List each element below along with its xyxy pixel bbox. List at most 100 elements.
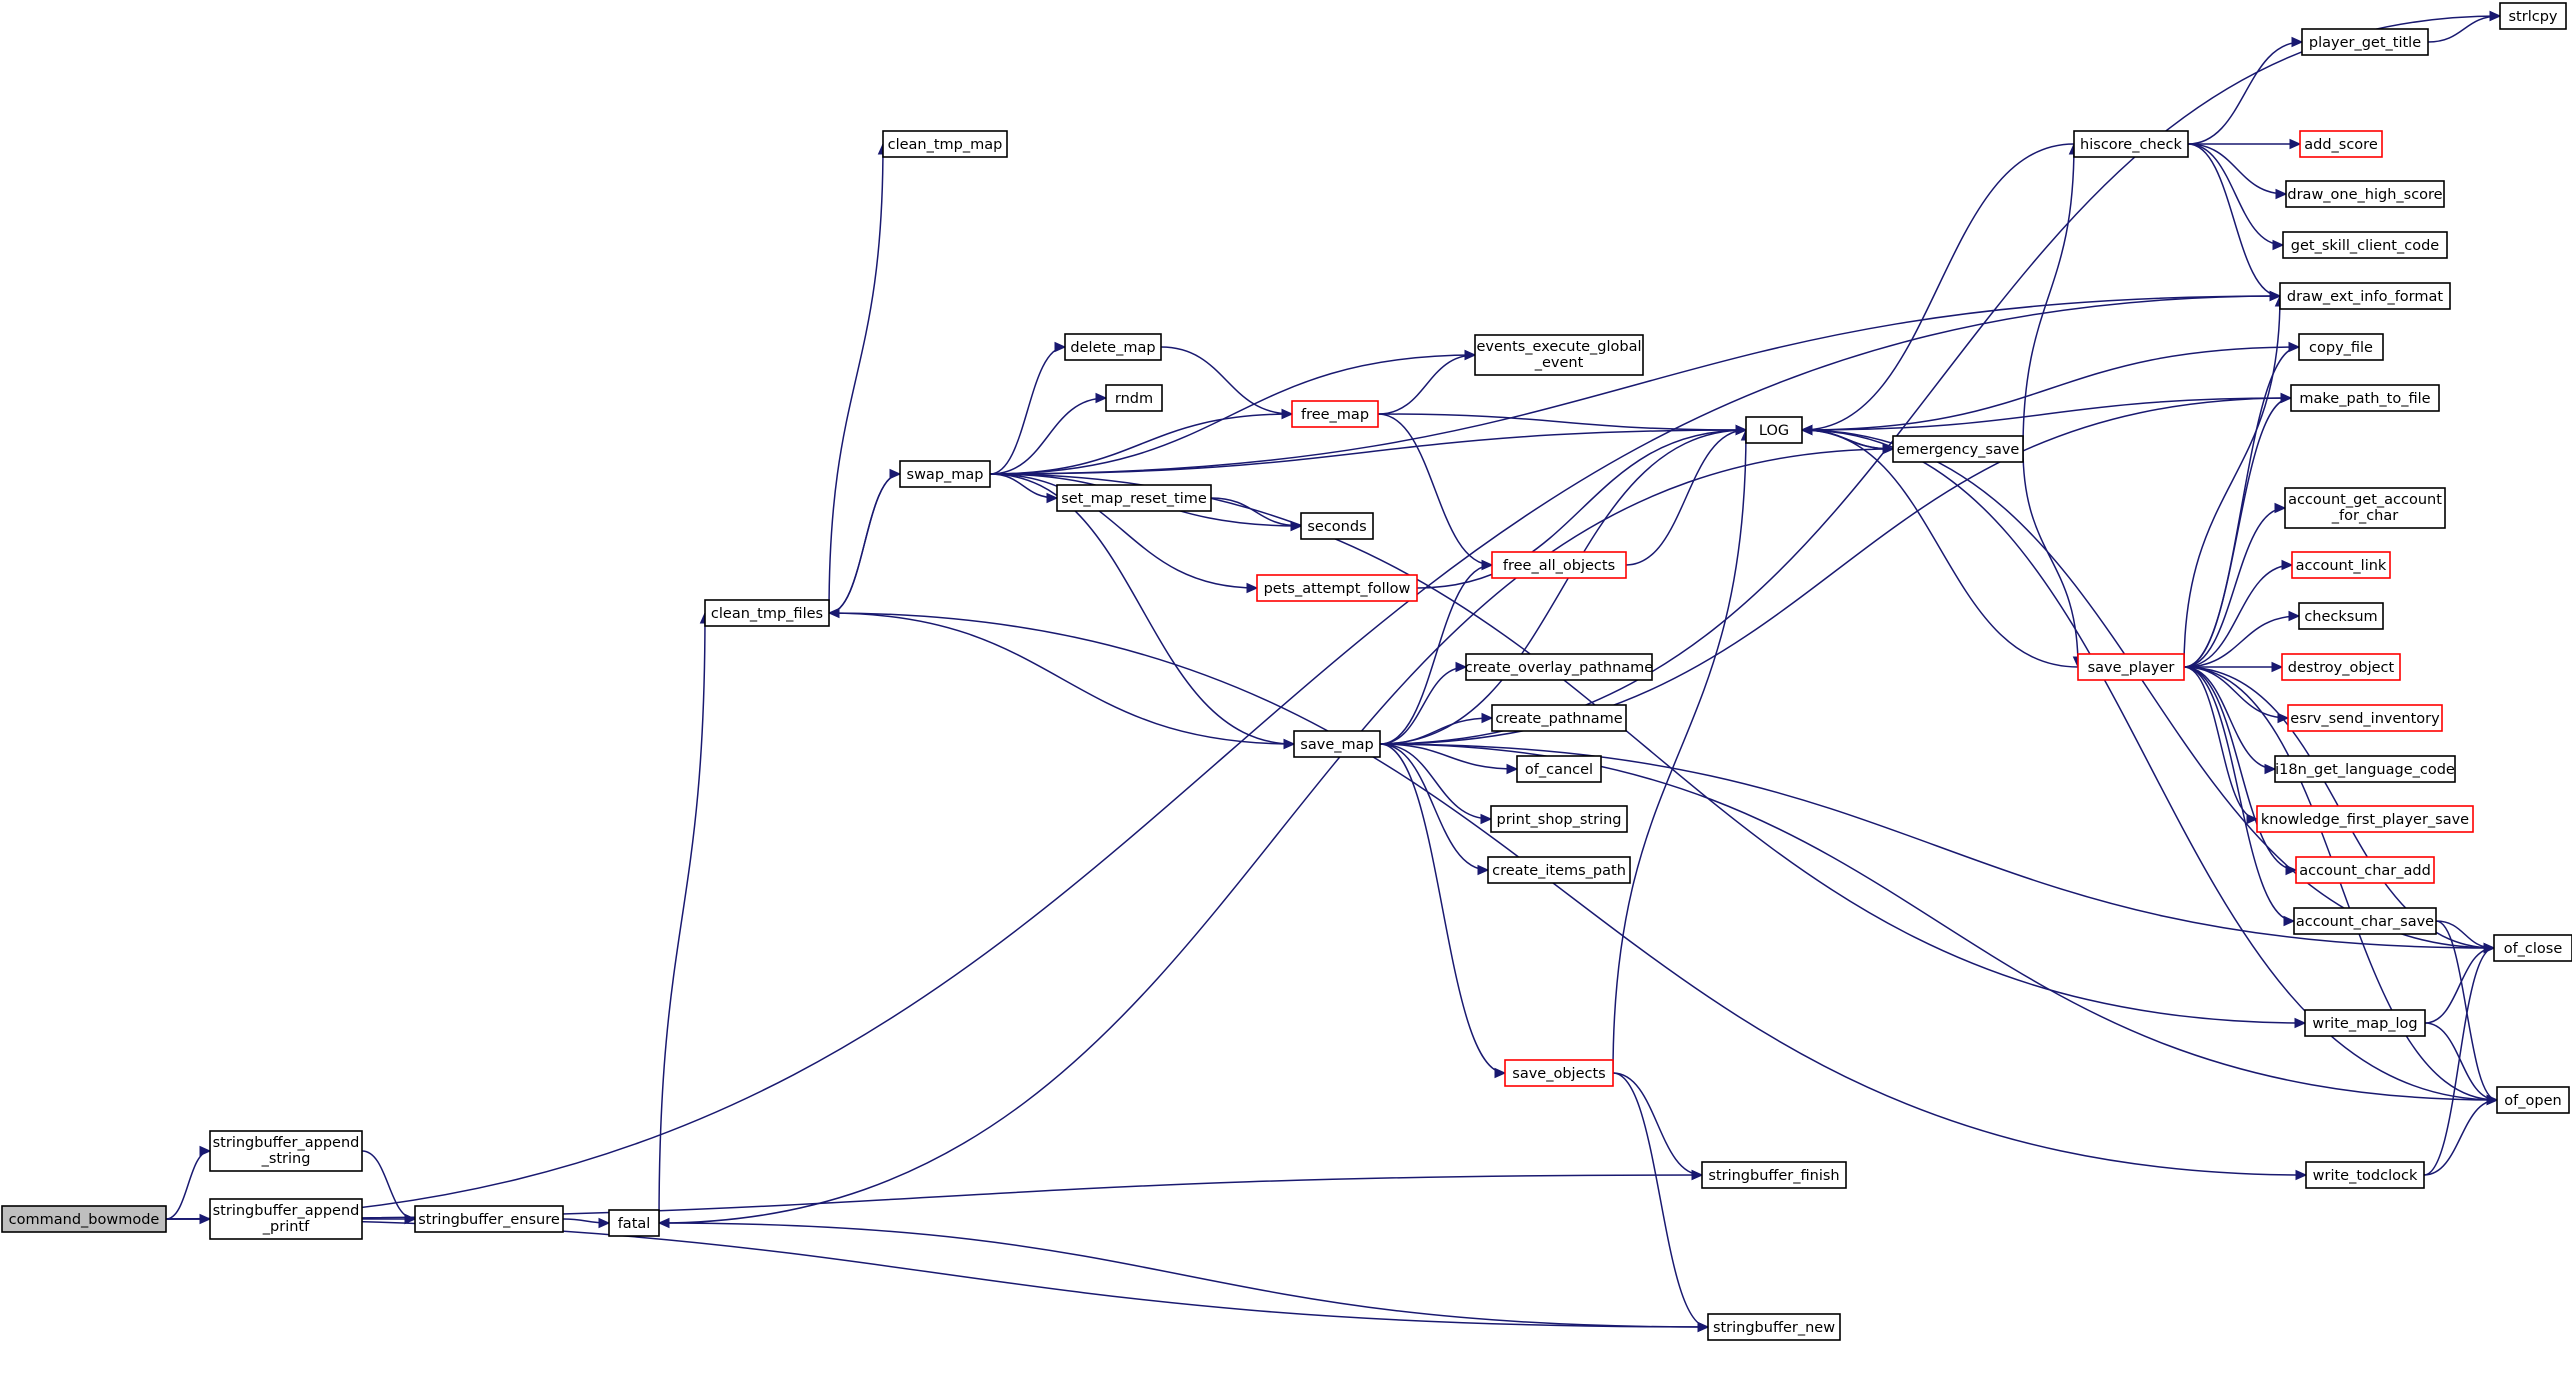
node-set_map_reset_time[interactable]: set_map_reset_time <box>1056 484 1212 512</box>
node-box-print_shop_string[interactable] <box>1490 805 1628 833</box>
node-make_path_to_file[interactable]: make_path_to_file <box>2290 384 2440 412</box>
node-LOG[interactable]: LOG <box>1745 416 1803 444</box>
node-box-pets_attempt_follow[interactable] <box>1256 574 1418 602</box>
node-get_skill_client_code[interactable]: get_skill_client_code <box>2282 231 2448 259</box>
node-create_overlay_pathname[interactable]: create_overlay_pathname <box>1465 653 1654 681</box>
node-box-account_link[interactable] <box>2291 551 2391 579</box>
node-box-player_get_title[interactable] <box>2301 28 2429 56</box>
node-save_objects[interactable]: save_objects <box>1504 1059 1614 1087</box>
node-box-of_open[interactable] <box>2496 1086 2570 1114</box>
node-box-emergency_save[interactable] <box>1892 435 2024 463</box>
node-stringbuffer_finish[interactable]: stringbuffer_finish <box>1701 1161 1847 1189</box>
node-box-rndm[interactable] <box>1105 384 1163 412</box>
node-destroy_object[interactable]: destroy_object <box>2281 653 2401 681</box>
node-command_bowmode[interactable]: command_bowmode <box>1 1205 167 1233</box>
node-box-esrv_send_inventory[interactable] <box>2287 704 2443 732</box>
node-box-create_overlay_pathname[interactable] <box>1465 653 1653 681</box>
node-create_pathname[interactable]: create_pathname <box>1491 704 1627 732</box>
node-add_score[interactable]: add_score <box>2299 130 2383 158</box>
node-account_char_add[interactable]: account_char_add <box>2295 856 2435 884</box>
node-box-stringbuffer_ensure[interactable] <box>414 1205 564 1233</box>
node-box-account_get_account_for_char[interactable] <box>2284 487 2446 529</box>
node-box-save_player[interactable] <box>2077 653 2185 681</box>
node-draw_ext_info_format[interactable]: draw_ext_info_format <box>2279 282 2451 310</box>
node-box-save_map[interactable] <box>1293 730 1381 758</box>
node-box-draw_one_high_score[interactable] <box>2285 180 2445 208</box>
node-save_player[interactable]: save_player <box>2077 653 2185 681</box>
node-swap_map[interactable]: swap_map <box>899 460 991 488</box>
node-print_shop_string[interactable]: print_shop_string <box>1490 805 1628 833</box>
node-box-stringbuffer_append_printf[interactable] <box>209 1198 363 1240</box>
node-box-stringbuffer_finish[interactable] <box>1701 1161 1847 1189</box>
node-pets_attempt_follow[interactable]: pets_attempt_follow <box>1256 574 1418 602</box>
node-stringbuffer_new[interactable]: stringbuffer_new <box>1707 1313 1841 1341</box>
node-box-LOG[interactable] <box>1745 416 1803 444</box>
node-box-add_score[interactable] <box>2299 130 2383 158</box>
node-draw_one_high_score[interactable]: draw_one_high_score <box>2285 180 2445 208</box>
node-checksum[interactable]: checksum <box>2298 602 2384 630</box>
node-box-free_all_objects[interactable] <box>1491 551 1627 579</box>
node-box-i18n_get_language_code[interactable] <box>2274 755 2456 783</box>
node-box-delete_map[interactable] <box>1064 333 1162 361</box>
node-box-stringbuffer_append_string[interactable] <box>209 1130 363 1172</box>
node-box-set_map_reset_time[interactable] <box>1056 484 1212 512</box>
node-box-events_execute_global_event[interactable] <box>1474 334 1644 376</box>
node-box-save_objects[interactable] <box>1504 1059 1614 1087</box>
node-seconds[interactable]: seconds <box>1300 512 1374 540</box>
node-account_link[interactable]: account_link <box>2291 551 2391 579</box>
node-box-create_items_path[interactable] <box>1487 856 1631 884</box>
node-fatal[interactable]: fatal <box>608 1209 660 1237</box>
node-strlcpy[interactable]: strlcpy <box>2499 2 2567 30</box>
node-box-get_skill_client_code[interactable] <box>2282 231 2448 259</box>
node-box-seconds[interactable] <box>1300 512 1374 540</box>
node-events_execute_global_event[interactable]: events_execute_global_event <box>1474 334 1644 376</box>
node-box-fatal[interactable] <box>608 1209 660 1237</box>
node-box-of_close[interactable] <box>2493 934 2572 962</box>
node-knowledge_first_player_save[interactable]: knowledge_first_player_save <box>2256 805 2474 833</box>
node-write_map_log[interactable]: write_map_log <box>2304 1009 2426 1037</box>
node-i18n_get_language_code[interactable]: i18n_get_language_code <box>2274 755 2456 783</box>
node-box-of_cancel[interactable] <box>1516 755 1602 783</box>
node-copy_file[interactable]: copy_file <box>2298 333 2384 361</box>
node-box-checksum[interactable] <box>2298 602 2384 630</box>
node-box-make_path_to_file[interactable] <box>2290 384 2440 412</box>
node-box-draw_ext_info_format[interactable] <box>2279 282 2451 310</box>
node-box-command_bowmode[interactable] <box>1 1205 167 1233</box>
node-box-clean_tmp_files[interactable] <box>704 599 830 627</box>
node-free_map[interactable]: free_map <box>1291 400 1379 428</box>
node-of_cancel[interactable]: of_cancel <box>1516 755 1602 783</box>
node-box-swap_map[interactable] <box>899 460 991 488</box>
node-hiscore_check[interactable]: hiscore_check <box>2073 130 2189 158</box>
node-box-stringbuffer_new[interactable] <box>1707 1313 1841 1341</box>
node-box-account_char_add[interactable] <box>2295 856 2435 884</box>
node-of_close[interactable]: of_close <box>2493 934 2572 962</box>
node-clean_tmp_map[interactable]: clean_tmp_map <box>882 130 1008 158</box>
node-account_get_account_for_char[interactable]: account_get_account_for_char <box>2284 487 2446 529</box>
node-stringbuffer_append_string[interactable]: stringbuffer_append_string <box>209 1130 363 1172</box>
node-free_all_objects[interactable]: free_all_objects <box>1491 551 1627 579</box>
node-box-free_map[interactable] <box>1291 400 1379 428</box>
node-esrv_send_inventory[interactable]: esrv_send_inventory <box>2287 704 2443 732</box>
node-player_get_title[interactable]: player_get_title <box>2301 28 2429 56</box>
node-of_open[interactable]: of_open <box>2496 1086 2570 1114</box>
node-delete_map[interactable]: delete_map <box>1064 333 1162 361</box>
node-write_todclock[interactable]: write_todclock <box>2305 1161 2425 1189</box>
node-emergency_save[interactable]: emergency_save <box>1892 435 2024 463</box>
node-stringbuffer_ensure[interactable]: stringbuffer_ensure <box>414 1205 564 1233</box>
node-box-write_todclock[interactable] <box>2305 1161 2425 1189</box>
node-account_char_save[interactable]: account_char_save <box>2293 907 2437 935</box>
node-rndm[interactable]: rndm <box>1105 384 1163 412</box>
node-create_items_path[interactable]: create_items_path <box>1487 856 1631 884</box>
node-box-strlcpy[interactable] <box>2499 2 2567 30</box>
node-box-clean_tmp_map[interactable] <box>882 130 1008 158</box>
node-box-destroy_object[interactable] <box>2281 653 2401 681</box>
node-stringbuffer_append_printf[interactable]: stringbuffer_append_printf <box>209 1198 363 1240</box>
node-box-account_char_save[interactable] <box>2293 907 2437 935</box>
node-save_map[interactable]: save_map <box>1293 730 1381 758</box>
node-box-hiscore_check[interactable] <box>2073 130 2189 158</box>
node-box-knowledge_first_player_save[interactable] <box>2256 805 2474 833</box>
node-box-write_map_log[interactable] <box>2304 1009 2426 1037</box>
node-box-create_pathname[interactable] <box>1491 704 1627 732</box>
node-box-copy_file[interactable] <box>2298 333 2384 361</box>
node-clean_tmp_files[interactable]: clean_tmp_files <box>704 599 830 627</box>
